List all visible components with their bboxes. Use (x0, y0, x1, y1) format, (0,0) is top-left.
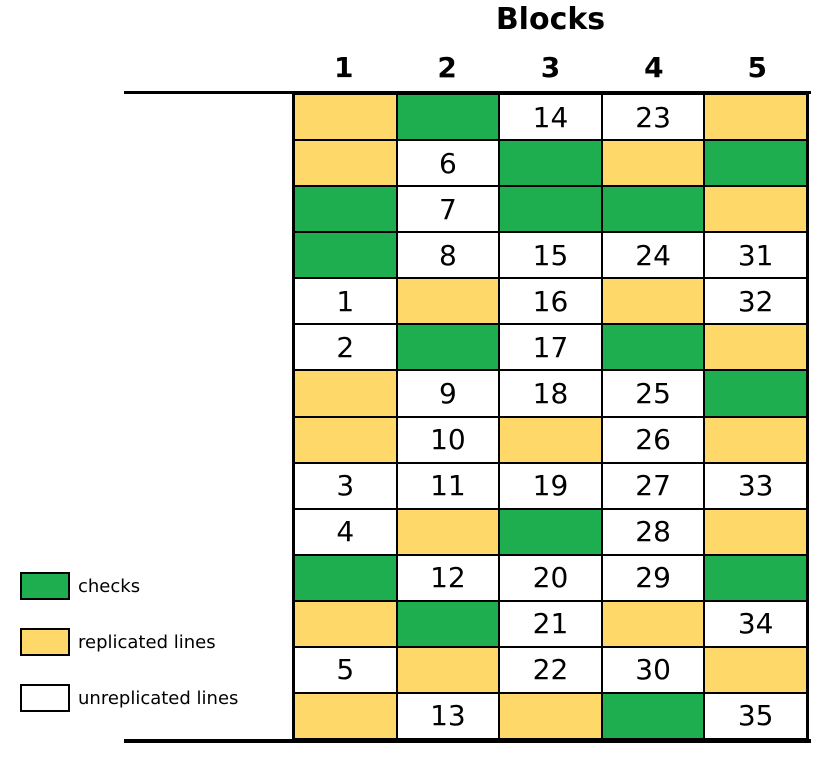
grid-cell-replicated (295, 141, 396, 186)
block-header-1: 1 (333, 51, 354, 84)
legend-item-unreplicated: unreplicated lines (20, 684, 238, 712)
legend-item-checks: checks (20, 572, 140, 600)
grid-cell-unreplicated: 20 (500, 555, 601, 600)
block-header-5: 5 (747, 51, 768, 84)
grid-cell-check (705, 555, 806, 600)
grid-cell-unreplicated: 34 (705, 601, 806, 646)
grid-cell-unreplicated: 30 (602, 647, 704, 692)
grid-cell-replicated (705, 95, 806, 140)
grid-cell-unreplicated: 1 (295, 279, 396, 324)
grid-cell-unreplicated: 31 (705, 233, 806, 278)
block-header-3: 3 (540, 51, 561, 84)
block-headers: 1 2 3 4 5 (292, 50, 809, 86)
grid-cell-check (295, 233, 396, 278)
grid-cell-unreplicated: 27 (602, 463, 704, 508)
grid-cell-unreplicated: 33 (705, 463, 806, 508)
grid-cell-unreplicated: 10 (397, 417, 499, 462)
grid-cell-replicated (602, 279, 704, 324)
grid-cell-check (397, 95, 499, 140)
legend-swatch-replicated (20, 628, 70, 656)
grid-cell-replicated (397, 279, 499, 324)
grid-cell-unreplicated: 25 (602, 371, 704, 416)
grid-cell-unreplicated: 3 (295, 463, 396, 508)
grid-cell-check (705, 141, 806, 186)
legend-label-replicated: replicated lines (78, 631, 216, 653)
grid-cell-replicated (397, 509, 499, 554)
block-header-4: 4 (644, 51, 664, 84)
grid-cell-check (500, 187, 601, 232)
grid-cell-replicated (295, 417, 396, 462)
grid-cell-replicated (602, 141, 704, 186)
grid-cell-unreplicated: 17 (500, 325, 601, 370)
grid-cell-unreplicated: 8 (397, 233, 499, 278)
grid-cell-unreplicated: 6 (397, 141, 499, 186)
grid-cell-check (602, 187, 704, 232)
legend-swatch-checks (20, 572, 70, 600)
legend-swatch-unreplicated (20, 684, 70, 712)
bottom-rule (124, 739, 811, 743)
grid-cell-replicated (295, 95, 396, 140)
grid-cell-check (397, 325, 499, 370)
grid-cell-replicated (500, 693, 601, 738)
grid-cell-check (397, 601, 499, 646)
grid-cell-unreplicated: 32 (705, 279, 806, 324)
grid-cell-unreplicated: 11 (397, 463, 499, 508)
top-rule (124, 91, 811, 94)
grid-cell-unreplicated: 35 (705, 693, 806, 738)
legend-label-checks: checks (78, 575, 141, 597)
grid-cell-unreplicated: 2 (295, 325, 396, 370)
grid-cell-unreplicated: 21 (500, 601, 601, 646)
grid-cell-unreplicated: 29 (602, 555, 704, 600)
grid-cell-unreplicated: 14 (500, 95, 601, 140)
diagram-title: Blocks (495, 2, 606, 37)
legend-item-replicated: replicated lines (20, 628, 216, 656)
grid-cell-replicated (295, 601, 396, 646)
grid-cell-check (295, 187, 396, 232)
grid-cell-unreplicated: 28 (602, 509, 704, 554)
grid-cell-check (500, 141, 601, 186)
grid-cell-check (602, 325, 704, 370)
grid-cell-unreplicated: 18 (500, 371, 601, 416)
grid-cell-check (295, 555, 396, 600)
grid-cell-unreplicated: 5 (295, 647, 396, 692)
grid-cell-replicated (295, 371, 396, 416)
grid-cell-replicated (295, 693, 396, 738)
grid-cell-replicated (500, 417, 601, 462)
legend-label-unreplicated: unreplicated lines (78, 687, 239, 709)
grid-cell-check (705, 371, 806, 416)
grid-cell-unreplicated: 22 (500, 647, 601, 692)
grid-cell-unreplicated: 9 (397, 371, 499, 416)
grid-cell-unreplicated: 16 (500, 279, 601, 324)
grid-cell-replicated (705, 325, 806, 370)
grid-cell-replicated (705, 187, 806, 232)
grid-cell-replicated (602, 601, 704, 646)
grid-cell-replicated (705, 647, 806, 692)
block-header-2: 2 (437, 51, 457, 84)
grid-cell-replicated (705, 417, 806, 462)
grid-cell-unreplicated: 19 (500, 463, 601, 508)
grid-cell-unreplicated: 24 (602, 233, 704, 278)
grid-cell-check (500, 509, 601, 554)
grid-cell-unreplicated: 12 (397, 555, 499, 600)
grid-cell-unreplicated: 4 (295, 509, 396, 554)
grid-cell-unreplicated: 13 (397, 693, 499, 738)
grid-cell-replicated (397, 647, 499, 692)
grid-cell-replicated (705, 509, 806, 554)
grid-cell-check (602, 693, 704, 738)
grid-cell-unreplicated: 23 (602, 95, 704, 140)
grid-cell-unreplicated: 15 (500, 233, 601, 278)
grid-cell-unreplicated: 7 (397, 187, 499, 232)
grid-cell-unreplicated: 26 (602, 417, 704, 462)
